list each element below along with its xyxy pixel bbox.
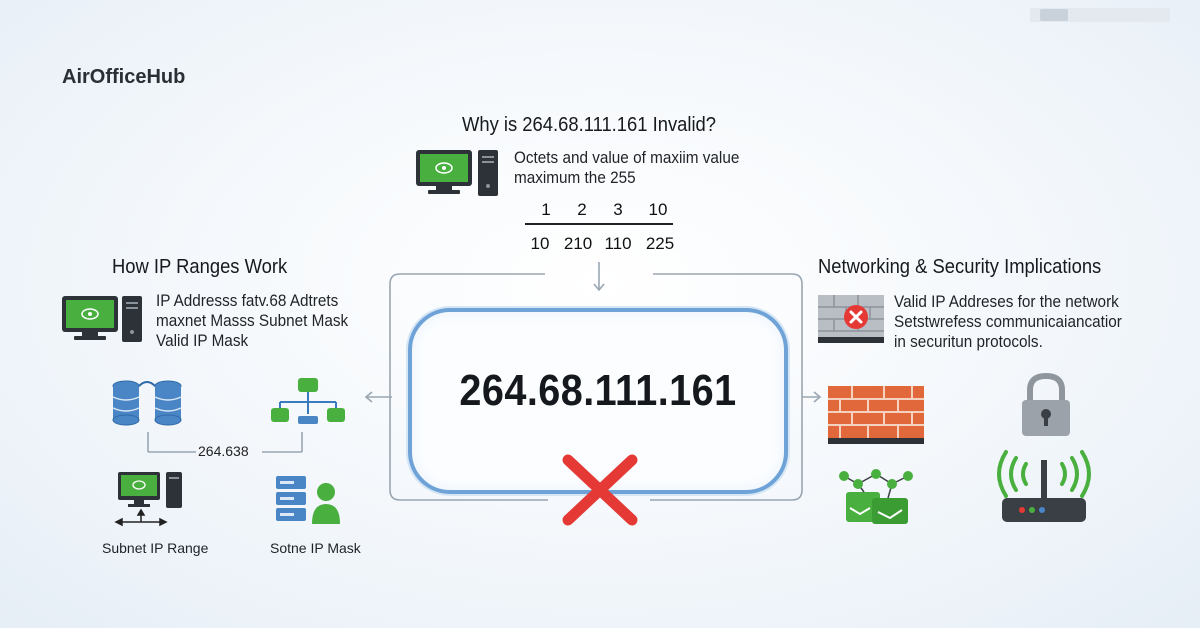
left-line-2: maxnet Masss Subnet Mask (156, 311, 349, 330)
brand-title: AirOfficeHub (62, 66, 186, 88)
octets-bottom-row: 10 210 110 225 (522, 234, 682, 254)
computer-icon (114, 472, 182, 527)
invalid-ip-address: 264.68.111.161 (459, 366, 737, 415)
octet-bottom: 225 (645, 234, 675, 253)
wifi-router-icon (997, 450, 1091, 522)
network-nodes-icon (839, 469, 913, 524)
subnet-mask-label: Sotne IP Mask (270, 540, 361, 556)
invalid-x-icon (562, 454, 638, 526)
left-line-3: Valid IP Mask (156, 331, 249, 350)
ip-display-box (408, 308, 788, 494)
subnet-range-label: Subnet IP Range (102, 540, 209, 556)
brick-firewall-icon (828, 386, 924, 444)
top-line-1: Octets and value of maxiim value (514, 148, 740, 167)
header-logo-mark (1040, 9, 1068, 21)
connector-ip-label: 264.638 (198, 443, 249, 459)
octet-bottom: 110 (604, 234, 632, 253)
computer-icon (62, 296, 142, 342)
right-line-1: Valid IP Addreses for the network (894, 292, 1119, 311)
left-line-1: IP Addresss fatv.68 Adtrets (156, 291, 339, 310)
octet-top: 3 (613, 200, 623, 219)
top-line-2: maximum the 255 (514, 168, 636, 187)
firewall-blocked-icon (818, 295, 884, 343)
database-icon (112, 380, 182, 426)
left-section-title: How IP Ranges Work (112, 256, 288, 278)
octet-bottom: 210 (563, 234, 593, 253)
computer-icon (416, 150, 498, 196)
right-section-title: Networking & Security Implications (818, 256, 1102, 278)
right-line-2: Setstwrefess communicaiancatior (894, 312, 1122, 331)
octet-top: 2 (577, 200, 587, 219)
octets-top-row: 1 2 3 10 (528, 200, 680, 220)
octet-top: 1 (541, 200, 551, 219)
padlock-icon (1022, 372, 1070, 436)
network-tree-icon (271, 378, 345, 424)
octet-bottom: 10 (530, 234, 550, 253)
top-section-title: Why is 264.68.111.161 Invalid? (462, 114, 717, 136)
server-user-icon (276, 476, 340, 524)
octet-top: 10 (648, 200, 668, 219)
right-line-3: in securitun protocols. (894, 332, 1043, 351)
octet-divider (525, 223, 673, 225)
